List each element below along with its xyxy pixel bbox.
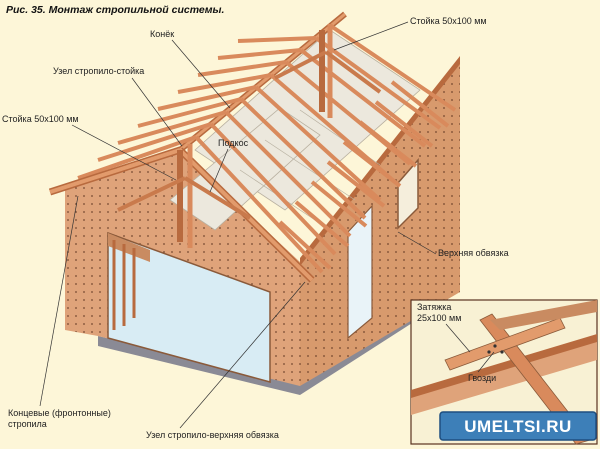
label-top-plate: Верхняя обвязка [438,248,509,258]
posts [177,24,333,248]
watermark: UMELTSI.RU [439,411,597,441]
label-rafter-plate-node: Узел стропило-верхняя обвязка [146,430,279,440]
garage-opening [107,231,271,383]
inset-wall [411,340,597,415]
figure-title: Рис. 35. Монтаж стропильной системы. [6,4,224,16]
label-post-left: Стойка 50х100 мм [2,114,79,124]
braces [117,50,382,220]
label-brace: Подкос [218,138,249,148]
label-post-top-right: Стойка 50х100 мм [410,16,487,26]
inset-sheathing [490,300,597,330]
roof-framing [48,11,457,283]
inset-nails [487,344,504,354]
inset-label-nails: Гвозди [468,373,496,383]
rafters-right-slope [194,24,457,274]
inset-label-collar-tie-line2: 25х100 мм [417,313,461,323]
label-gable-rafters-line2: стропила [8,419,47,429]
watermark-box [439,411,597,441]
floor-slab [98,290,448,395]
inset-collar-tie [444,317,566,371]
label-gable-rafters-line1: Концевые (фронтонные) [8,408,111,418]
label-rafter-post-node: Узел стропило-стойка [53,66,144,76]
inset-label-collar-tie-line1: Затяжка [417,302,451,312]
label-ridge: Конёк [150,29,174,39]
rafters-left-slope [77,36,317,180]
inset-detail: Затяжка 25х100 мм Гвозди [410,299,598,445]
opening-header [108,233,150,262]
labels: Стойка 50х100 мм Конёк Узел стропило-сто… [2,16,509,440]
watermark-text: UMELTSI.RU [464,417,572,436]
interior-studs [112,240,136,330]
side-window [397,157,419,230]
inset-top-plate [411,334,597,398]
top-plate [300,56,460,266]
